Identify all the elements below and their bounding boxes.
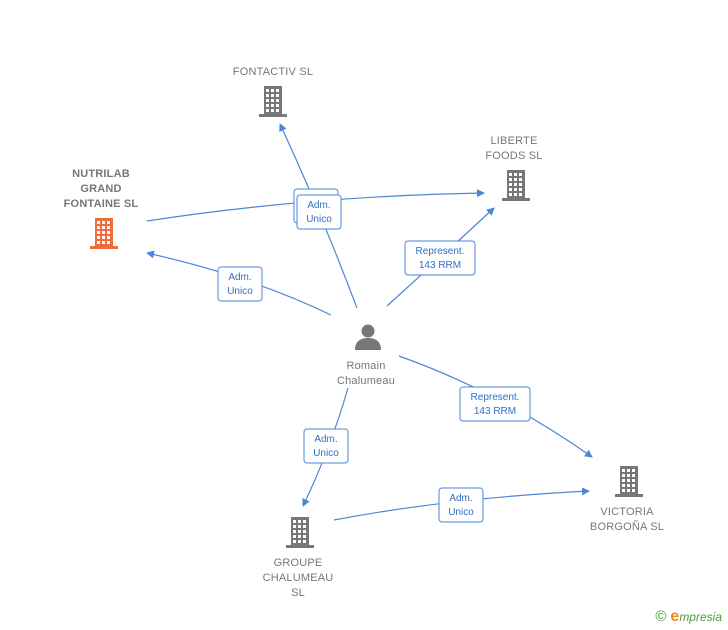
edge-label-romain-to-groupe[interactable]: Adm. Unico: [303, 428, 349, 464]
building-icon: [502, 170, 530, 201]
edge-label-text: 143 RRM: [474, 406, 516, 417]
node-label: NUTRILAB: [72, 168, 130, 180]
edge-label-romain-to-nutrilab[interactable]: Adm. Unico: [217, 266, 263, 302]
person-icon: [355, 324, 381, 350]
node-label: Chalumeau: [337, 375, 395, 387]
node-label: FONTACTIV SL: [233, 66, 313, 78]
edge-label-nutrilab-to-liberte[interactable]: Adm. Unico: [296, 194, 342, 230]
edge-label-box: [303, 428, 349, 464]
footer-brand[interactable]: ©empresia: [655, 608, 722, 626]
node-label: LIBERTE: [490, 135, 537, 147]
nodes-layer: FONTACTIV SL LIBERTE FOODS SL NUTRILAB GRAND…: [64, 66, 664, 599]
node-label: GROUPE: [274, 557, 323, 569]
node-label: FOODS SL: [485, 150, 542, 162]
edge-label-box: [217, 266, 263, 302]
edge-label-box: [296, 194, 342, 230]
edge-label-text: Adm.: [307, 200, 330, 211]
edges-layer: [146, 123, 593, 521]
edge-label-text: Adm.: [228, 272, 251, 283]
brand-initial: e: [670, 608, 680, 625]
edge-label-text: 143 RRM: [419, 260, 461, 271]
node-label: CHALUMEAU: [263, 572, 334, 584]
node-victoria[interactable]: VICTORIA BORGOÑA SL: [590, 466, 664, 533]
edge-label-text: Unico: [227, 286, 253, 297]
edge-label-text: Represent.: [471, 392, 520, 403]
edge-label-text: Unico: [313, 448, 339, 459]
building-icon: [615, 466, 643, 497]
building-icon: [259, 86, 287, 117]
node-groupe[interactable]: GROUPE CHALUMEAU SL: [263, 517, 334, 599]
node-label: FONTAINE SL: [64, 198, 139, 210]
edge-label-romain-to-victoria[interactable]: Represent. 143 RRM: [459, 386, 531, 422]
node-fontactiv[interactable]: FONTACTIV SL: [233, 66, 313, 117]
building-icon: [286, 517, 314, 548]
node-label: BORGOÑA SL: [590, 520, 664, 533]
copyright-symbol: ©: [655, 608, 667, 625]
edge-label-text: Adm.: [449, 493, 472, 504]
node-label: VICTORIA: [600, 506, 654, 518]
node-label: GRAND: [80, 183, 121, 195]
edge-label-text: Unico: [306, 214, 332, 225]
edge-label-box: [438, 487, 484, 523]
building-icon: [90, 218, 118, 249]
edge-label-text: Adm.: [314, 434, 337, 445]
node-liberte[interactable]: LIBERTE FOODS SL: [485, 135, 542, 201]
node-nutrilab[interactable]: NUTRILAB GRAND FONTAINE SL: [64, 168, 139, 249]
edge-label-groupe-to-victoria[interactable]: Adm. Unico: [438, 487, 484, 523]
edge-label-text: Unico: [448, 507, 474, 518]
node-label: SL: [291, 587, 305, 599]
edge-label-box: [459, 386, 531, 422]
edge-label-romain-to-liberte[interactable]: Represent. 143 RRM: [404, 240, 476, 276]
edge-label-box: [404, 240, 476, 276]
node-label: Romain: [346, 360, 385, 372]
edge-label-text: Represent.: [416, 246, 465, 257]
brand-name: mpresia: [679, 610, 722, 624]
